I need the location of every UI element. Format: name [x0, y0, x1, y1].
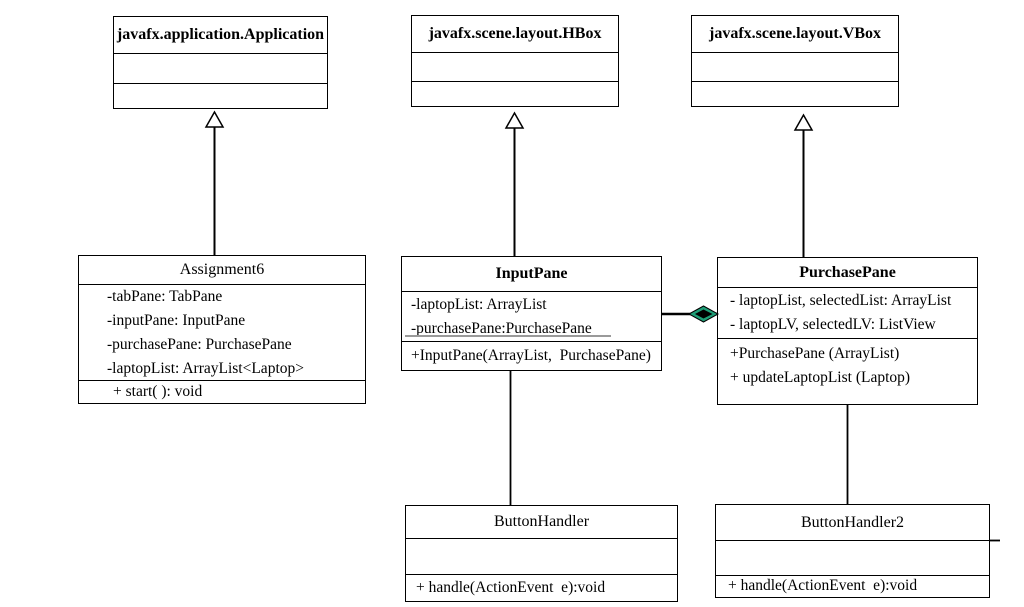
- class-attributes-hbox: [412, 53, 618, 82]
- class-attributes-buttonhandler: [406, 539, 677, 575]
- class-box-buttonhandler: ButtonHandler + handle(ActionEvent e):vo…: [405, 505, 678, 602]
- attribute-line: -laptopList: ArrayList: [411, 296, 547, 313]
- class-title-buttonhandler2: ButtonHandler2: [716, 505, 989, 541]
- class-methods-buttonhandler: + handle(ActionEvent e):void: [406, 575, 677, 600]
- class-box-purchasepane: PurchasePane - laptopList, selectedList:…: [717, 257, 978, 405]
- aggregation-diamond-outer: [687, 305, 720, 323]
- class-title-assignment6: Assignment6: [79, 256, 365, 285]
- class-box-inputpane: InputPane -laptopList: ArrayList -purcha…: [401, 256, 662, 371]
- class-attributes-inputpane: -laptopList: ArrayList -purchasePane:Pur…: [402, 292, 661, 342]
- class-title-purchasepane: PurchasePane: [718, 258, 977, 288]
- class-box-application: javafx.application.Application: [113, 16, 328, 109]
- method-line: +InputPane(ArrayList, PurchasePane): [411, 346, 651, 364]
- class-box-hbox: javafx.scene.layout.HBox: [411, 15, 619, 107]
- class-methods-assignment6: + start( ): void: [79, 381, 365, 402]
- attribute-line: -purchasePane: PurchasePane: [107, 336, 292, 353]
- aggregation-diamond-inner: [695, 309, 713, 319]
- attribute-line: -tabPane: TabPane: [107, 288, 223, 305]
- class-methods-application: [114, 84, 327, 107]
- generalization-triangle-hbox: [504, 111, 525, 129]
- method-line: + start( ): void: [113, 382, 203, 400]
- attribute-line: -purchasePane:PurchasePane: [411, 320, 592, 337]
- generalization-triangle-vbox: [793, 113, 814, 131]
- class-box-buttonhandler2: ButtonHandler2 + handle(ActionEvent e):v…: [715, 504, 990, 598]
- attribute-line: -laptopList: ArrayList<Laptop>: [107, 360, 304, 377]
- class-attributes-vbox: [692, 53, 898, 82]
- method-line: + handle(ActionEvent e):void: [728, 577, 918, 594]
- attribute-line: - laptopLV, selectedLV: ListView: [730, 316, 936, 333]
- class-title-application: javafx.application.Application: [114, 17, 327, 54]
- class-attributes-assignment6: -tabPane: TabPane -inputPane: InputPane …: [79, 285, 365, 381]
- class-title-vbox: javafx.scene.layout.VBox: [692, 16, 898, 53]
- class-methods-buttonhandler2: + handle(ActionEvent e):void: [716, 576, 989, 596]
- class-title-buttonhandler: ButtonHandler: [406, 506, 677, 539]
- class-box-vbox: javafx.scene.layout.VBox: [691, 15, 899, 107]
- class-methods-vbox: [692, 82, 898, 105]
- underline-artifact: [405, 335, 611, 337]
- generalization-triangle-application: [204, 110, 225, 128]
- method-line: + handle(ActionEvent e):void: [416, 578, 606, 596]
- class-attributes-buttonhandler2: [716, 541, 989, 576]
- class-attributes-purchasepane: - laptopList, selectedList: ArrayList - …: [718, 288, 977, 339]
- class-title-hbox: javafx.scene.layout.HBox: [412, 16, 618, 53]
- method-line: +PurchasePane (ArrayList): [730, 345, 900, 362]
- attribute-line: -inputPane: InputPane: [107, 312, 246, 329]
- class-attributes-application: [114, 54, 327, 84]
- attribute-line: - laptopList, selectedList: ArrayList: [730, 292, 952, 309]
- class-box-assignment6: Assignment6 -tabPane: TabPane -inputPane…: [78, 255, 366, 404]
- class-methods-hbox: [412, 82, 618, 105]
- method-line: + updateLaptopList (Laptop): [730, 369, 911, 386]
- class-methods-purchasepane: +PurchasePane (ArrayList) + updateLaptop…: [718, 339, 977, 403]
- class-title-inputpane: InputPane: [402, 257, 661, 292]
- class-methods-inputpane: +InputPane(ArrayList, PurchasePane): [402, 342, 661, 369]
